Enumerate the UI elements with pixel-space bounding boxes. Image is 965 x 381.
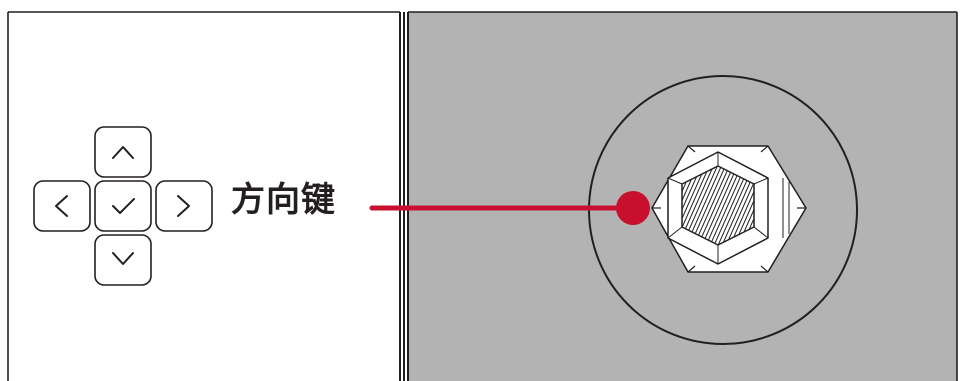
- dpad: [33, 126, 213, 286]
- chevron-down-icon: [112, 252, 134, 265]
- checkmark-icon: [112, 198, 135, 214]
- dpad-down-button: [94, 234, 152, 286]
- panel-divider: [399, 12, 409, 381]
- callout-leader: [369, 191, 650, 225]
- chevron-up-icon: [112, 146, 134, 159]
- callout-dot: [616, 191, 650, 225]
- device-panel-border: [408, 11, 958, 381]
- dpad-ok-button: [94, 180, 152, 232]
- chevron-left-icon: [55, 195, 68, 217]
- dpad-up-button: [94, 126, 152, 178]
- hexagonal-joystick-key-icon: [651, 145, 807, 273]
- chevron-right-icon: [177, 195, 190, 217]
- direction-key-label: 方向键: [231, 180, 336, 220]
- dpad-right-button: [155, 180, 213, 232]
- left-panel-frame: [7, 11, 400, 381]
- dpad-left-button: [33, 180, 91, 232]
